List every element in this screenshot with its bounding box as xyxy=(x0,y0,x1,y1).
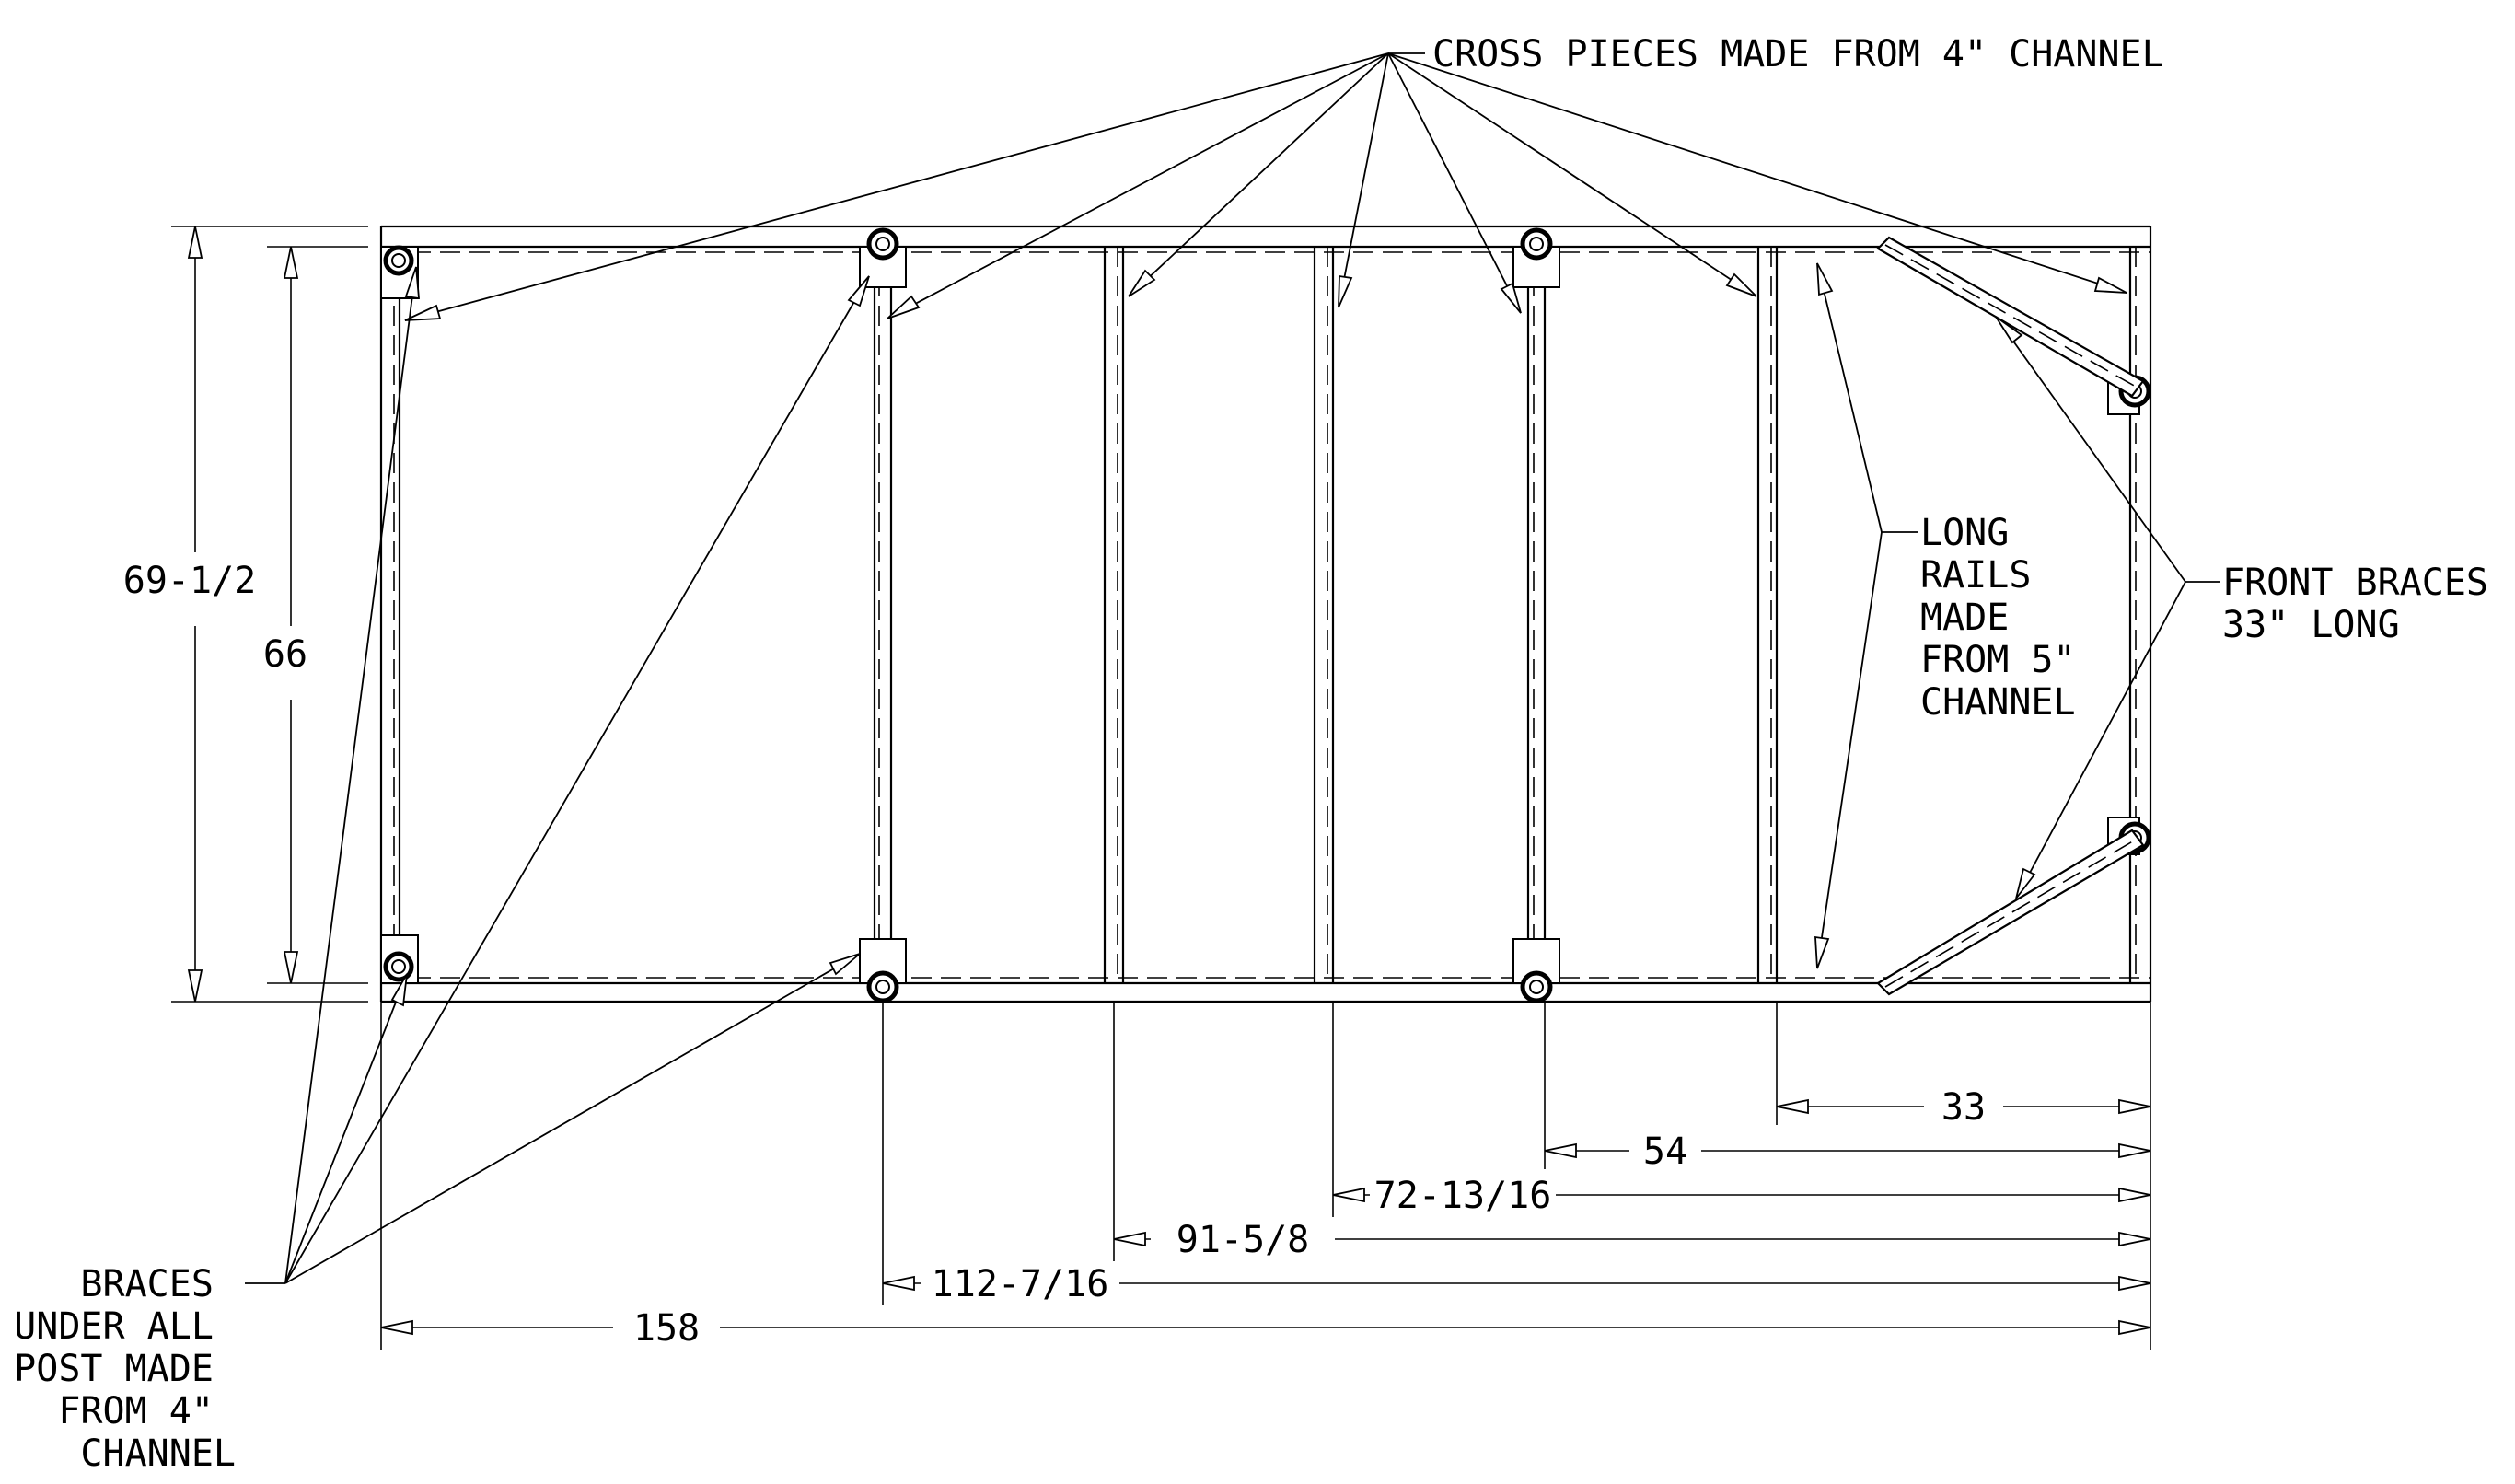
arrowhead-icon xyxy=(1725,272,1757,297)
bolt-post-icon xyxy=(383,951,414,982)
arrowhead-icon xyxy=(187,969,203,1003)
dim-112-7-16: 112-7/16 xyxy=(932,1263,1109,1305)
arrowhead-icon xyxy=(2118,1319,2151,1336)
width-dimensions xyxy=(171,226,368,1003)
front-braces xyxy=(1876,236,2145,996)
cross-pieces-leaders xyxy=(404,52,2127,321)
arrowhead-icon xyxy=(187,226,203,259)
bolt-post-icon xyxy=(866,227,899,261)
arrowhead-icon xyxy=(1500,282,1522,314)
length-dimensions xyxy=(380,1002,2151,1350)
arrowhead-icon xyxy=(283,951,299,984)
arrowhead-icon xyxy=(1776,1098,1809,1115)
bolt-post-icon xyxy=(866,970,899,1003)
dim-72-13-16: 72-13/16 xyxy=(1374,1175,1552,1217)
dim-91-5-8: 91-5/8 xyxy=(1176,1219,1310,1261)
arrowhead-icon xyxy=(1332,1187,1365,1203)
arrowhead-icon xyxy=(847,275,870,307)
arrowhead-icon xyxy=(1995,316,2023,344)
dim-33: 33 xyxy=(1941,1086,1986,1129)
arrowhead-icon xyxy=(380,1319,413,1336)
arrowhead-icon xyxy=(2118,1098,2151,1115)
label-cross-pieces: CROSS PIECES MADE FROM 4" CHANNEL xyxy=(1432,33,2164,75)
arrowhead-icon xyxy=(2015,867,2036,899)
dim-overall-width: 69-1/2 xyxy=(123,560,257,602)
label-braces-under: BRACES UNDER ALL POST MADE FROM 4" CHANN… xyxy=(14,1263,236,1475)
arrowhead-icon xyxy=(1544,1142,1577,1159)
arrowhead-icon xyxy=(882,1275,915,1292)
arrowhead-icon xyxy=(404,304,442,321)
arrowhead-icon xyxy=(1113,1231,1146,1247)
dim-54: 54 xyxy=(1643,1130,1687,1173)
arrowhead-icon xyxy=(390,973,408,1007)
label-long-rails: LONG RAILS MADE FROM 5" CHANNEL xyxy=(1920,512,2098,724)
bolt-post-icon xyxy=(383,245,414,276)
arrowhead-icon xyxy=(1814,935,1830,969)
arrowhead-icon xyxy=(2118,1231,2151,1247)
arrowhead-icon xyxy=(2118,1142,2151,1159)
arrowhead-icon xyxy=(2118,1187,2151,1203)
cross-pieces xyxy=(873,247,1779,983)
label-front-braces: FRONT BRACES 33" LONG xyxy=(2222,562,2510,646)
arrowhead-icon xyxy=(1338,274,1353,308)
arrowhead-icon xyxy=(404,266,420,300)
arrowhead-icon xyxy=(283,246,299,279)
bolt-post-icon xyxy=(1520,970,1553,1003)
dim-158: 158 xyxy=(633,1307,700,1350)
frame-outline xyxy=(379,225,2152,1003)
arrowhead-icon xyxy=(887,295,921,319)
dim-inner-width: 66 xyxy=(263,633,307,676)
posts xyxy=(380,227,2151,1003)
arrowhead-icon xyxy=(829,953,861,976)
arrowhead-icon xyxy=(2118,1275,2151,1292)
arrowhead-icon xyxy=(1816,262,1834,296)
braces-under-leaders xyxy=(245,266,870,1284)
front-braces-leaders xyxy=(1995,316,2220,899)
arrowhead-icon xyxy=(1128,269,1156,297)
arrowhead-icon xyxy=(2093,276,2127,294)
bolt-post-icon xyxy=(1520,227,1553,261)
long-rails-leaders xyxy=(1814,262,1918,969)
